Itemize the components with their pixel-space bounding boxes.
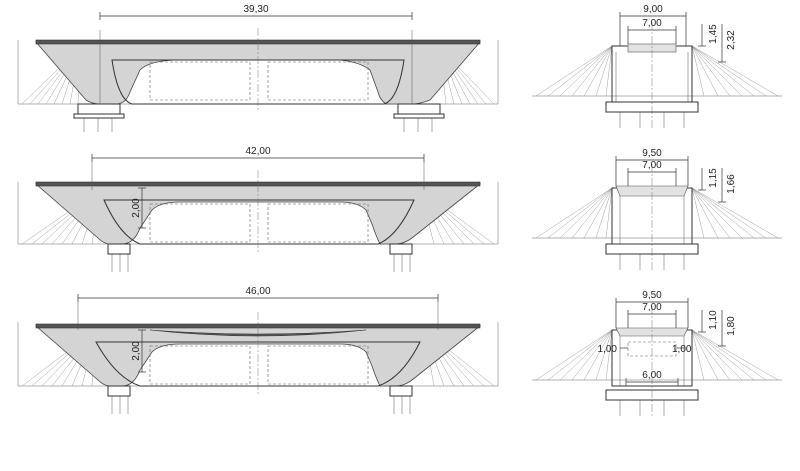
abutment-left bbox=[73, 103, 125, 132]
height-dimension: 1,15 1,66 bbox=[698, 168, 737, 203]
abutment-left bbox=[107, 385, 131, 414]
base-width-label: 6,00 bbox=[642, 370, 662, 381]
void-right bbox=[267, 61, 369, 101]
abutment-right bbox=[389, 243, 413, 272]
inner-width-label: 7,00 bbox=[642, 160, 662, 171]
elevation-3: 46,00 2,00 bbox=[17, 286, 499, 414]
total-width-label: 9,00 bbox=[643, 4, 663, 15]
height-dimension: 1,10 1,80 bbox=[698, 310, 737, 347]
total-width-label: 9,50 bbox=[642, 290, 662, 301]
embankment-fan-right bbox=[691, 187, 779, 239]
width-dimension: 9,50 7,00 bbox=[615, 290, 689, 328]
haunch bbox=[149, 329, 367, 337]
inner-width-label: 7,00 bbox=[642, 302, 662, 313]
girder-outline bbox=[111, 59, 405, 105]
span-label-3: 46,00 bbox=[245, 286, 270, 297]
embankment-fan-left bbox=[535, 329, 613, 381]
height-label-1: 1,15 bbox=[708, 168, 719, 188]
abutment-right bbox=[389, 385, 413, 414]
void-left bbox=[149, 345, 251, 385]
void-left bbox=[149, 203, 251, 243]
foundation bbox=[605, 389, 699, 416]
width-dimension: 9,50 7,00 bbox=[615, 148, 689, 186]
depth-label-3: 2,00 bbox=[131, 341, 142, 361]
height-label-2: 1,66 bbox=[726, 174, 737, 194]
height-label-1: 1,45 bbox=[708, 24, 719, 44]
offset-dimensions: 1,00 1,00 6,00 bbox=[598, 344, 692, 386]
section-1: 9,00 7,00 1,45 2,32 bbox=[532, 4, 782, 130]
depth-dimension-2: 2,00 bbox=[131, 187, 146, 229]
foundation bbox=[605, 243, 699, 270]
span-label-2: 42,00 bbox=[245, 146, 270, 157]
abutment-left bbox=[107, 243, 131, 272]
embankment-fan-right bbox=[691, 45, 779, 97]
section-2: 9,50 7,00 1,15 1,66 bbox=[532, 148, 782, 272]
embankment-fan-left bbox=[535, 45, 613, 97]
total-width-label: 9,50 bbox=[642, 148, 662, 159]
height-label-1: 1,10 bbox=[708, 310, 719, 330]
girder-outline bbox=[103, 199, 415, 245]
span-dimension-1: 39,30 bbox=[99, 4, 413, 20]
left-offset-label: 1,00 bbox=[598, 344, 618, 355]
abutment-right bbox=[393, 103, 445, 132]
elevation-2: 42,00 2,00 bbox=[17, 146, 499, 272]
void-right bbox=[267, 345, 369, 385]
height-label-2: 2,32 bbox=[726, 30, 737, 50]
width-dimension: 9,00 7,00 bbox=[619, 4, 687, 46]
depth-label-2: 2,00 bbox=[131, 198, 142, 218]
right-offset-label: 1,00 bbox=[672, 344, 692, 355]
embankment-fan-right bbox=[691, 329, 779, 381]
inner-width-label: 7,00 bbox=[642, 18, 662, 29]
embankment-fan-left bbox=[535, 187, 613, 239]
span-label-1: 39,30 bbox=[243, 4, 268, 15]
depth-dimension-3: 2,00 bbox=[131, 329, 146, 373]
height-dimension: 1,45 2,32 bbox=[698, 24, 737, 63]
void-right bbox=[267, 203, 369, 243]
span-dimension-3: 46,00 bbox=[77, 286, 439, 302]
void-left bbox=[149, 61, 251, 101]
height-label-2: 1,80 bbox=[726, 316, 737, 336]
elevation-1: 39,30 bbox=[17, 4, 499, 132]
section-3: 9,50 7,00 1,10 1,80 1,00 1,00 6,00 bbox=[532, 290, 782, 418]
foundation bbox=[605, 101, 699, 128]
span-dimension-2: 42,00 bbox=[91, 146, 425, 162]
girder-outline bbox=[95, 341, 421, 387]
